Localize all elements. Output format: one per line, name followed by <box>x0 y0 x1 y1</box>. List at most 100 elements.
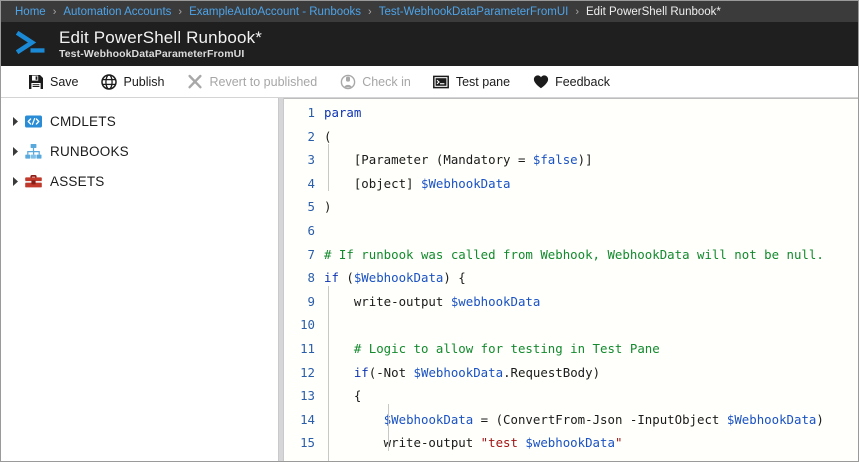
code-token: (-Not <box>368 364 414 380</box>
line-number: 8 <box>307 270 315 286</box>
code-token: )] <box>577 152 593 168</box>
code-token <box>324 412 384 427</box>
code-line[interactable]: 5) <box>284 195 858 219</box>
code-token <box>324 365 354 380</box>
toolbar-button-feedback[interactable]: Feedback <box>532 73 610 90</box>
code-line-text[interactable] <box>324 219 858 243</box>
code-line-text[interactable]: [object] $WebhookData <box>324 167 858 196</box>
line-number: 10 <box>300 317 315 333</box>
toolbox-icon <box>23 171 43 191</box>
sidebar-item-label: RUNBOOKS <box>50 143 129 159</box>
page-header: Edit PowerShell Runbook* Test-WebhookDat… <box>1 22 858 66</box>
code-token: ) <box>816 411 824 427</box>
code-line[interactable]: 15 write-output "test $webhookData" <box>284 427 858 455</box>
line-number: 14 <box>300 411 315 427</box>
code-line[interactable]: 2( <box>284 125 858 149</box>
sidebar-item-runbooks[interactable]: RUNBOOKS <box>1 136 278 166</box>
code-token: [object] <box>324 175 421 191</box>
line-number: 6 <box>307 222 315 238</box>
terminal-window-icon <box>433 73 450 90</box>
resources-sidebar: CMDLETS RUNBOOKS ASSETS <box>1 98 278 461</box>
line-number: 9 <box>307 293 315 309</box>
code-line[interactable]: 9 write-output $webhookData <box>284 285 858 314</box>
code-line-text[interactable]: # Logic to allow for testing in Test Pan… <box>324 333 858 361</box>
breadcrumb: Home › Automation Accounts › ExampleAutoAcco… <box>1 1 858 22</box>
code-line-text[interactable]: # If runbook was called from Webhook, We… <box>324 243 858 267</box>
toolbar-button-label: Check in <box>362 74 411 89</box>
code-token: $WebhookData <box>353 270 444 286</box>
breadcrumb-separator: › <box>178 5 183 18</box>
code-line-text[interactable]: param <box>324 101 858 125</box>
breadcrumb-link[interactable]: Home <box>15 5 46 18</box>
chevron-right-icon[interactable] <box>7 146 23 157</box>
toolbar-button-revert-to-published: Revert to published <box>187 73 318 90</box>
code-token: $WebhookData <box>413 364 504 380</box>
code-token: .RequestBody) <box>503 364 601 380</box>
line-number: 2 <box>307 128 315 144</box>
code-token: ( <box>324 128 332 144</box>
code-line[interactable]: 6 <box>284 219 858 243</box>
code-line[interactable]: 7 # If runbook was called from Webhook, W… <box>284 243 858 267</box>
chevron-right-icon[interactable] <box>7 116 23 127</box>
code-line-text[interactable]: ( <box>324 125 858 149</box>
line-number: 7 <box>307 246 315 262</box>
code-line-text[interactable]: [Parameter (Mandatory = $false)] <box>324 144 858 172</box>
code-line-text[interactable] <box>324 309 858 337</box>
line-number: 11 <box>300 340 315 356</box>
toolbar-button-label: Publish <box>123 74 165 89</box>
check-in-icon <box>339 73 356 90</box>
code-line[interactable]: 11 # Logic to allow for testing in Test … <box>284 333 858 361</box>
breadcrumb-link[interactable]: Test-WebhookDataParameterFromUI <box>378 5 569 18</box>
code-line[interactable]: 8 if ($WebhookData) { <box>284 266 858 290</box>
sidebar-item-assets[interactable]: ASSETS <box>1 166 278 196</box>
code-line-text[interactable]: write-output "test $webhookData" <box>324 427 858 455</box>
code-token: ) { <box>443 270 466 286</box>
toolbar-button-label: Revert to published <box>209 74 318 89</box>
code-token: # If runbook was called from Webhook, We… <box>324 246 824 262</box>
code-line-text[interactable]: if ($WebhookData) { <box>324 266 858 290</box>
code-token: $webhookData <box>450 293 541 309</box>
line-number: 5 <box>307 199 315 215</box>
breadcrumb-separator: › <box>575 5 579 18</box>
toolbar-button-publish[interactable]: Publish <box>101 73 165 90</box>
code-line-text[interactable]: ) <box>324 195 858 219</box>
code-line[interactable]: 12 if(-Not $WebhookData.RequestBody) <box>284 356 858 385</box>
code-line[interactable]: 3 [Parameter (Mandatory = $false)] <box>284 144 858 172</box>
code-line-text[interactable]: $WebhookData = (ConvertFrom-Json -InputO… <box>324 403 858 432</box>
code-line[interactable]: 16 } <box>284 450 858 461</box>
code-line-text[interactable]: if(-Not $WebhookData.RequestBody) <box>324 356 858 385</box>
code-line[interactable]: 4 [object] $WebhookData <box>284 167 858 196</box>
breadcrumb-separator: › <box>52 5 57 18</box>
sidebar-item-label: CMDLETS <box>50 113 116 129</box>
toolbar-button-save[interactable]: Save <box>27 73 79 90</box>
globe-icon <box>101 73 118 90</box>
code-line[interactable]: 10 <box>284 309 858 337</box>
line-number: 1 <box>307 105 315 120</box>
line-number: 15 <box>300 435 315 451</box>
code-token: ) <box>324 199 332 215</box>
breadcrumb-link[interactable]: ExampleAutoAccount - Runbooks <box>189 5 362 18</box>
code-line[interactable]: 14 $WebhookData = (ConvertFrom-Json -Inp… <box>284 403 858 432</box>
code-token: { <box>324 388 362 404</box>
code-line[interactable]: 1 param <box>284 101 858 125</box>
pane-splitter[interactable] <box>278 98 284 461</box>
chevron-right-icon[interactable] <box>7 176 23 187</box>
line-number: 4 <box>307 175 315 191</box>
code-token <box>324 341 354 356</box>
line-number: 3 <box>307 152 315 168</box>
code-line-text[interactable]: } <box>324 450 858 461</box>
breadcrumb-link[interactable]: Automation Accounts <box>63 5 172 18</box>
code-line[interactable]: 13 { <box>284 380 858 408</box>
toolbar-button-label: Test pane <box>455 74 511 89</box>
line-number: 13 <box>300 388 315 404</box>
code-line-text[interactable]: { <box>324 380 858 408</box>
code-token: param <box>324 105 362 120</box>
code-token: write-output <box>324 435 481 451</box>
code-token: $false <box>532 152 578 168</box>
code-line-text[interactable]: write-output $webhookData <box>324 285 858 314</box>
sidebar-item-cmdlets[interactable]: CMDLETS <box>1 106 278 136</box>
toolbar-button-test-pane[interactable]: Test pane <box>433 73 510 90</box>
